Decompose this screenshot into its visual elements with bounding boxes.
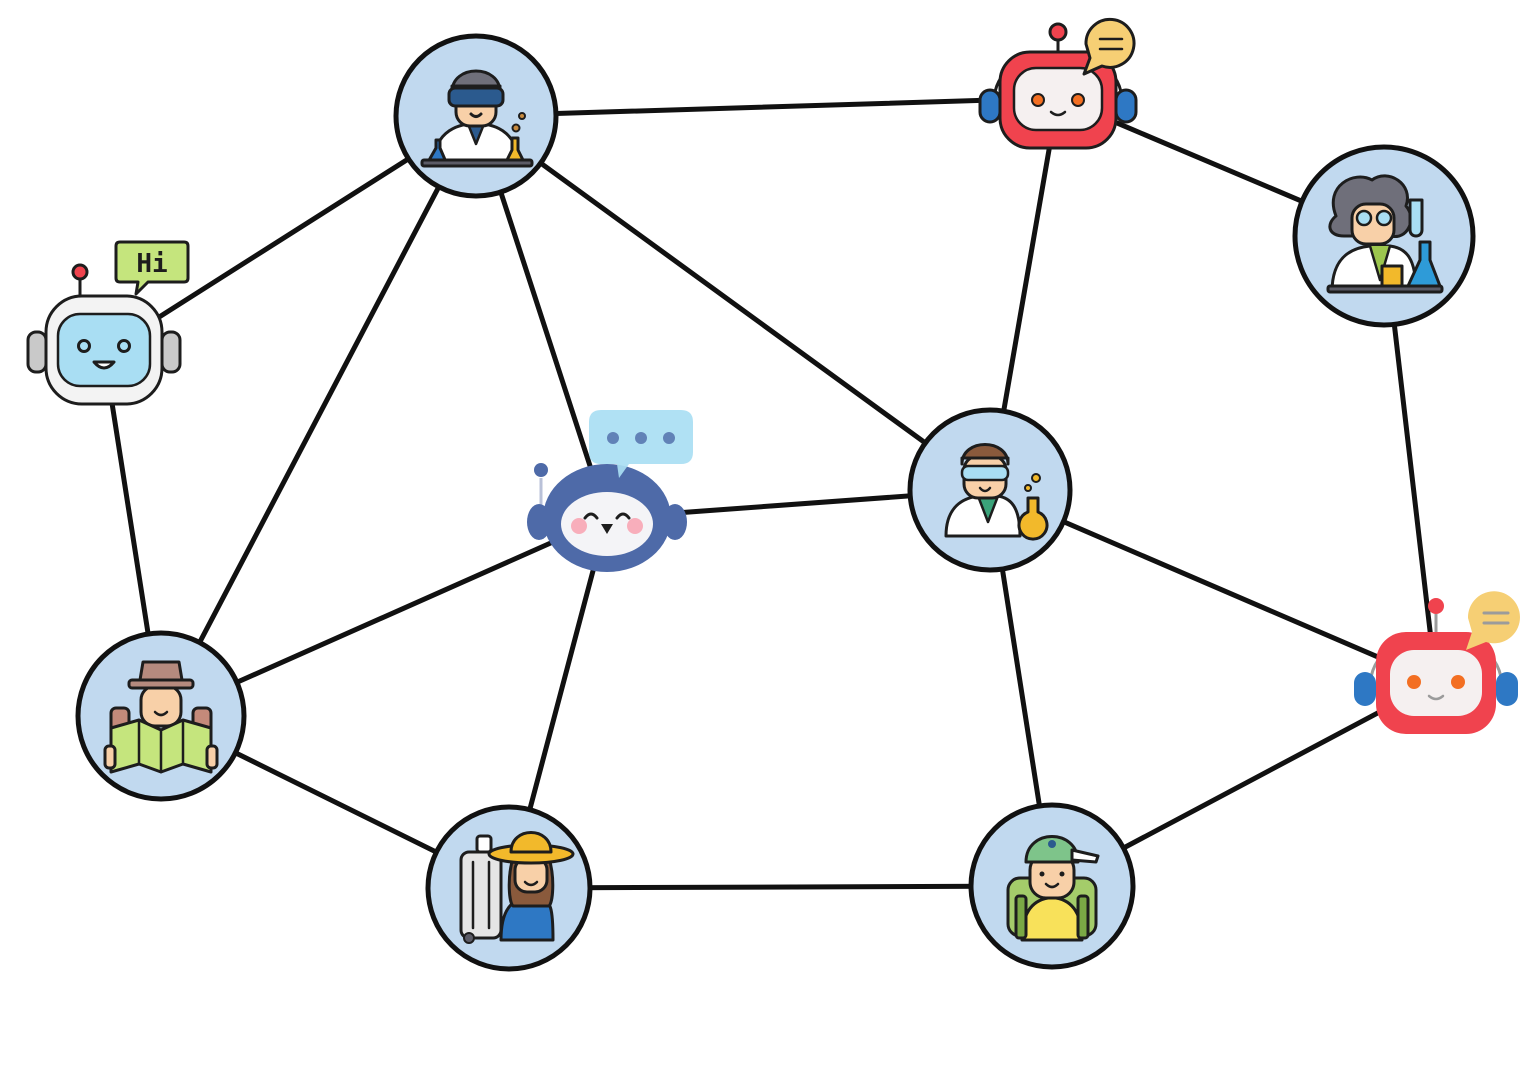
- hi-speech-bubble: Hi: [114, 240, 190, 296]
- node-traveler-suitcase[interactable]: [425, 804, 593, 972]
- node-scientist-vr[interactable]: [393, 33, 559, 199]
- typing-bubble-icon: [589, 410, 693, 478]
- hi-bubble-text: Hi: [136, 249, 167, 279]
- red-robot-chat-icon: [978, 17, 1138, 150]
- node-robot-hi[interactable]: Hi: [26, 240, 190, 406]
- node-traveler-map[interactable]: [75, 630, 247, 802]
- chat-bubble-icon: [1466, 591, 1520, 650]
- node-scientist-goggles[interactable]: [907, 407, 1073, 573]
- node-robot-red-top[interactable]: [978, 17, 1138, 150]
- chat-bubble-icon: [1082, 17, 1136, 76]
- edges-layer: [101, 95, 1439, 891]
- edge-scientist-vr-robot-red-top: [473, 95, 1061, 119]
- red-robot-chat-icon: [1354, 591, 1520, 734]
- traveler-suitcase-icon: [459, 831, 575, 944]
- edge-scientist-vr-scientist-goggles: [473, 113, 993, 493]
- edge-traveler-suitcase-backpacker-cap: [506, 883, 1055, 891]
- blue-robot-typing-icon: [527, 410, 693, 572]
- scientist-vr-goggles-icon: [420, 69, 534, 168]
- edge-scientist-vr-traveler-map: [158, 113, 479, 719]
- node-backpacker-cap[interactable]: [968, 802, 1136, 970]
- node-robot-blue-center[interactable]: [527, 410, 693, 572]
- scientist-goggles-icon: [944, 443, 1049, 541]
- backpacker-cap-icon: [1006, 835, 1100, 942]
- scientist-curly-hair-icon: [1326, 174, 1444, 294]
- traveler-map-icon: [103, 660, 219, 774]
- robot-hi-bubble-icon: Hi: [26, 240, 190, 406]
- node-scientist-curly[interactable]: [1292, 144, 1476, 328]
- node-robot-red-right[interactable]: [1354, 591, 1520, 734]
